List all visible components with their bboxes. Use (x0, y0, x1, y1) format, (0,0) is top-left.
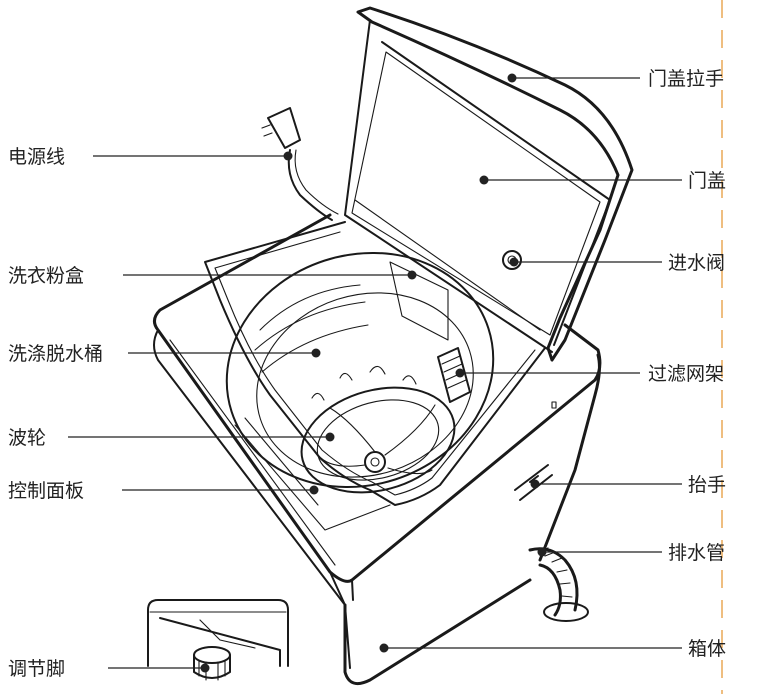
callout-pulsator: 波轮 (8, 427, 335, 449)
callout-cabinet: 箱体 (379, 638, 726, 660)
tub-illustration (225, 251, 495, 494)
callout-water-inlet-valve: 进水阀 (509, 252, 725, 274)
label-cabinet: 箱体 (688, 638, 726, 660)
drain-hose-illustration (528, 547, 589, 622)
callout-power-cord: 电源线 (8, 146, 293, 168)
label-water-inlet-valve: 进水阀 (668, 252, 725, 274)
power-cord-illustration (261, 107, 339, 221)
cabinet-illustration (153, 213, 602, 686)
callout-lid-handle: 门盖拉手 (507, 68, 724, 90)
label-control-panel: 控制面板 (8, 480, 84, 502)
callout-adjustable-foot: 调节脚 (8, 658, 210, 680)
callout-carry-handle: 抬手 (530, 474, 726, 496)
callout-filter-rack: 过滤网架 (455, 363, 724, 385)
label-lid: 门盖 (688, 170, 726, 192)
lid-illustration (344, 6, 634, 362)
label-drain-hose: 排水管 (668, 542, 725, 564)
callout-detergent-box: 洗衣粉盒 (8, 265, 417, 287)
label-wash-spin-tub: 洗涤脱水桶 (8, 343, 103, 365)
label-power-cord: 电源线 (8, 146, 65, 168)
label-lid-handle: 门盖拉手 (648, 68, 724, 90)
foot-inset-illustration (147, 599, 289, 681)
label-filter-rack: 过滤网架 (648, 363, 724, 385)
callout-control-panel: 控制面板 (8, 480, 319, 502)
callout-drain-hose: 排水管 (537, 542, 725, 564)
callout-lid: 门盖 (479, 170, 726, 192)
label-adjustable-foot: 调节脚 (8, 658, 65, 680)
label-detergent-box: 洗衣粉盒 (8, 265, 84, 287)
label-carry-handle: 抬手 (688, 474, 726, 496)
label-pulsator: 波轮 (8, 427, 46, 449)
callout-wash-spin-tub: 洗涤脱水桶 (8, 343, 321, 365)
